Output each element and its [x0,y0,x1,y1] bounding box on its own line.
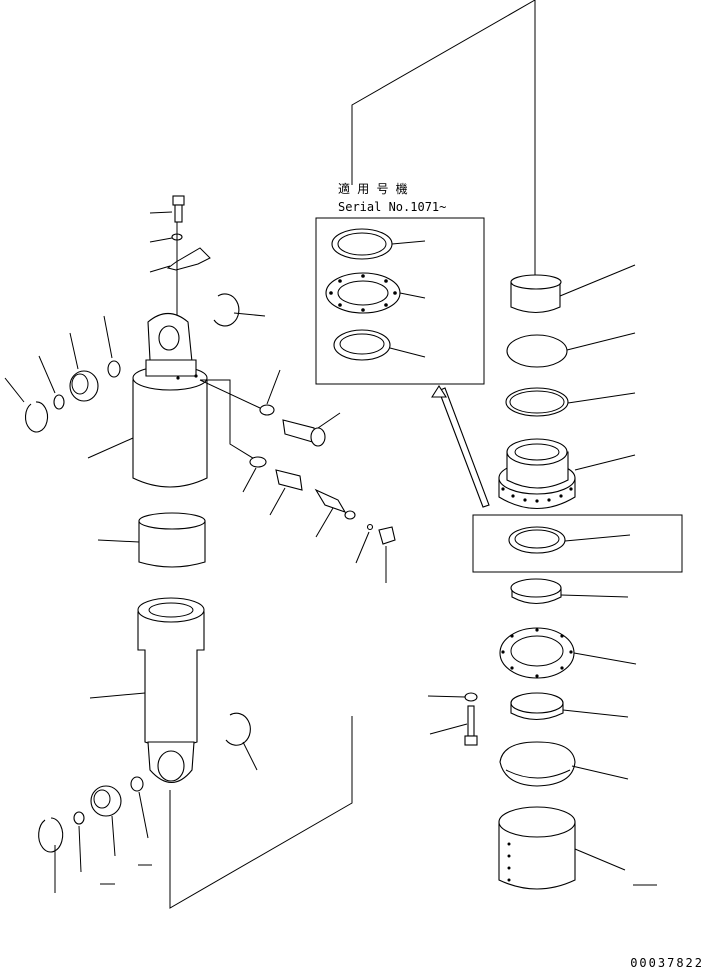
bottom-connector-line [169,716,353,909]
upper-left-stack [4,315,121,433]
drawing-number: 00037822 [630,956,704,970]
top-bolt [149,195,185,223]
inset-flange-ring [325,272,426,314]
o-ring [505,387,636,417]
inset-applicable-label: 適 用 号 機 [338,181,408,196]
inset-serial-text: Serial No.1071~ [338,200,446,214]
sleeve-top [510,264,636,314]
seal-ring [510,578,629,605]
highlighted-ring-box [472,514,683,573]
reference-arrow [430,384,490,508]
gasket-flat [506,332,636,368]
wear-ring [510,692,629,721]
snap-ring-upper-right [213,293,266,327]
inset-ring-bottom [333,329,426,361]
flange-ring [499,627,637,679]
top-connector-line [351,0,536,280]
grease-line-lower [200,379,396,583]
upper-cylinder-housing [87,312,208,488]
grease-line-upper [199,369,341,447]
cover-sleeve [498,806,657,890]
snap-ring-lower-right [225,712,258,771]
bolt [429,705,478,746]
upper-bushing [97,512,206,568]
inset-ring-top [331,228,426,260]
bolt-washer [427,692,478,702]
serial-inset: 適 用 号 機 Serial No.1071~ [315,181,485,385]
band-ring [499,741,629,787]
flanged-housing [498,438,636,510]
lock-plate [149,247,211,273]
lower-left-stack [38,776,152,893]
lower-cylinder-rod [89,597,205,784]
